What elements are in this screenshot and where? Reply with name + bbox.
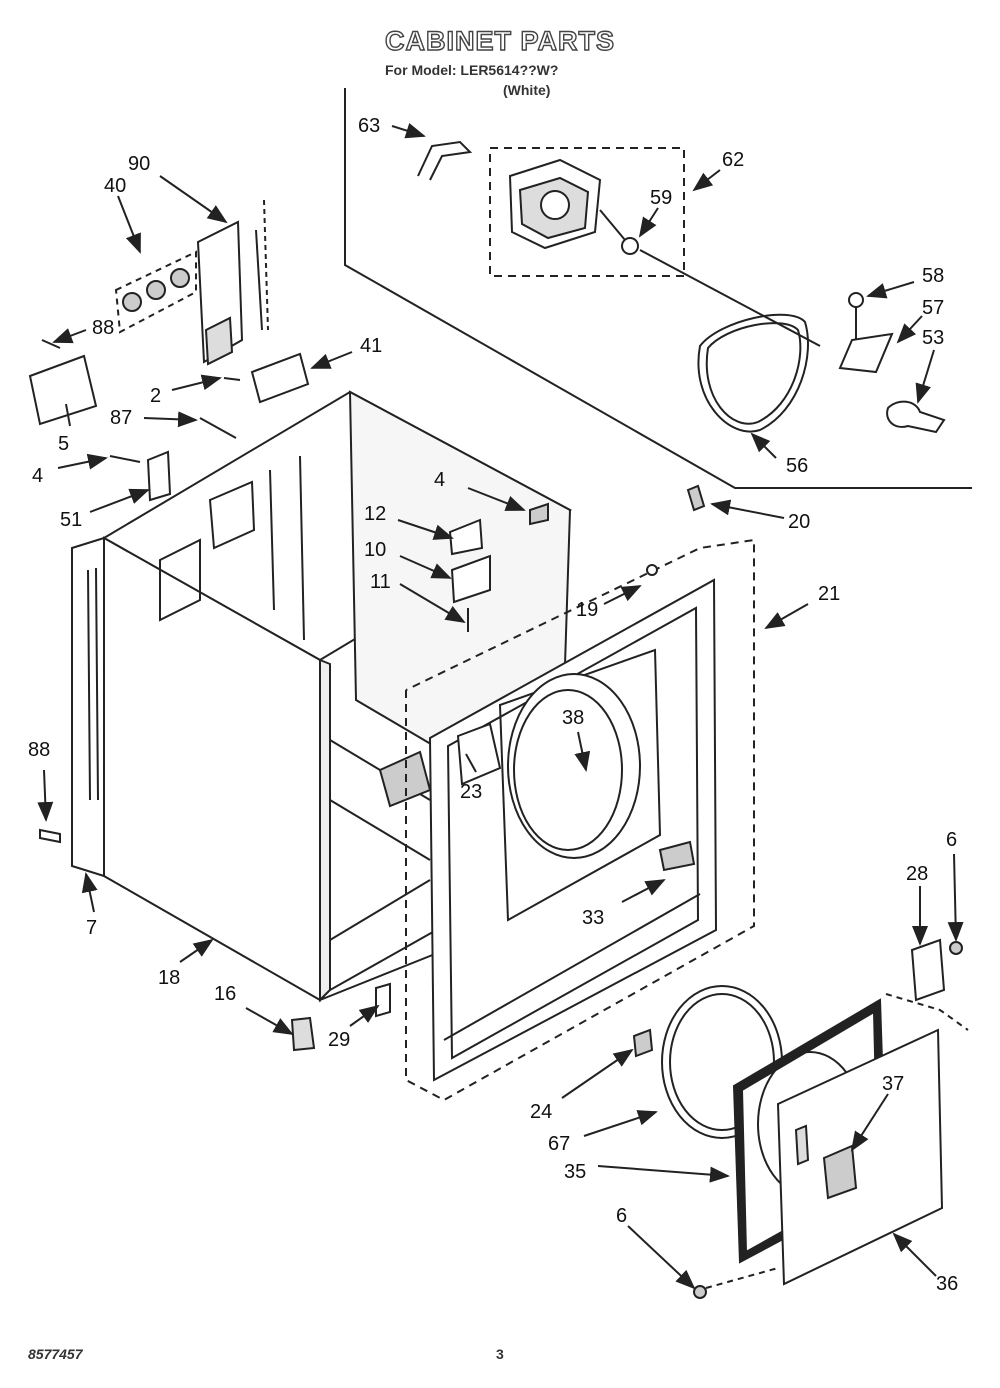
callout-40: 40	[104, 175, 126, 197]
idler-parts	[838, 292, 946, 434]
callout-28: 28	[906, 863, 928, 885]
callout-35: 35	[564, 1161, 586, 1183]
motor-assembly	[417, 140, 685, 277]
callout-20: 20	[788, 511, 810, 533]
callout-21: 21	[818, 583, 840, 605]
callout-10: 10	[364, 539, 386, 561]
part-numbers: 63 62 59 90 40 88 41 58 57 53 2 87 5 4 5…	[28, 115, 958, 1295]
page-number: 3	[496, 1346, 504, 1362]
motor-region	[344, 88, 972, 489]
leader-lines	[37, 122, 964, 1290]
callout-29: 29	[328, 1029, 350, 1051]
callout-6-hinge: 6	[946, 829, 957, 851]
door-assembly	[632, 938, 969, 1299]
callout-4-top: 4	[434, 469, 445, 491]
callout-24: 24	[530, 1101, 552, 1123]
callout-16: 16	[214, 983, 236, 1005]
page-title: CABINET PARTS	[384, 25, 615, 56]
callout-33: 33	[582, 907, 604, 929]
front-panel	[428, 484, 718, 1082]
callout-51: 51	[60, 509, 82, 531]
callout-57: 57	[922, 297, 944, 319]
callout-4: 4	[32, 465, 43, 487]
callout-38: 38	[562, 707, 584, 729]
callout-67: 67	[548, 1133, 570, 1155]
color-note: (White)	[503, 82, 551, 98]
callout-90: 90	[128, 153, 150, 175]
callout-56: 56	[786, 455, 808, 477]
panel-hardware	[28, 199, 310, 502]
callout-88-lower: 88	[28, 739, 50, 761]
callout-41: 41	[360, 335, 382, 357]
callout-87: 87	[110, 407, 132, 429]
document-number: 8577457	[28, 1346, 83, 1362]
callout-6-door: 6	[616, 1205, 627, 1227]
callout-7: 7	[86, 917, 97, 939]
callout-12: 12	[364, 503, 386, 525]
callout-18: 18	[158, 967, 180, 989]
callout-37: 37	[882, 1073, 904, 1095]
callout-5: 5	[58, 433, 69, 455]
callout-62: 62	[722, 149, 744, 171]
callout-59: 59	[650, 187, 672, 209]
callout-63: 63	[358, 115, 380, 137]
callout-58: 58	[922, 265, 944, 287]
callout-88: 88	[92, 317, 114, 339]
callout-36: 36	[936, 1273, 958, 1295]
model-line: For Model: LER5614??W?	[385, 62, 559, 78]
callout-11: 11	[370, 571, 391, 593]
front-panel-outline	[405, 538, 755, 1102]
drive-belt	[639, 249, 821, 433]
callout-23: 23	[460, 781, 482, 803]
callout-2: 2	[150, 385, 161, 407]
callout-19: 19	[576, 599, 598, 621]
callout-53: 53	[922, 327, 944, 349]
